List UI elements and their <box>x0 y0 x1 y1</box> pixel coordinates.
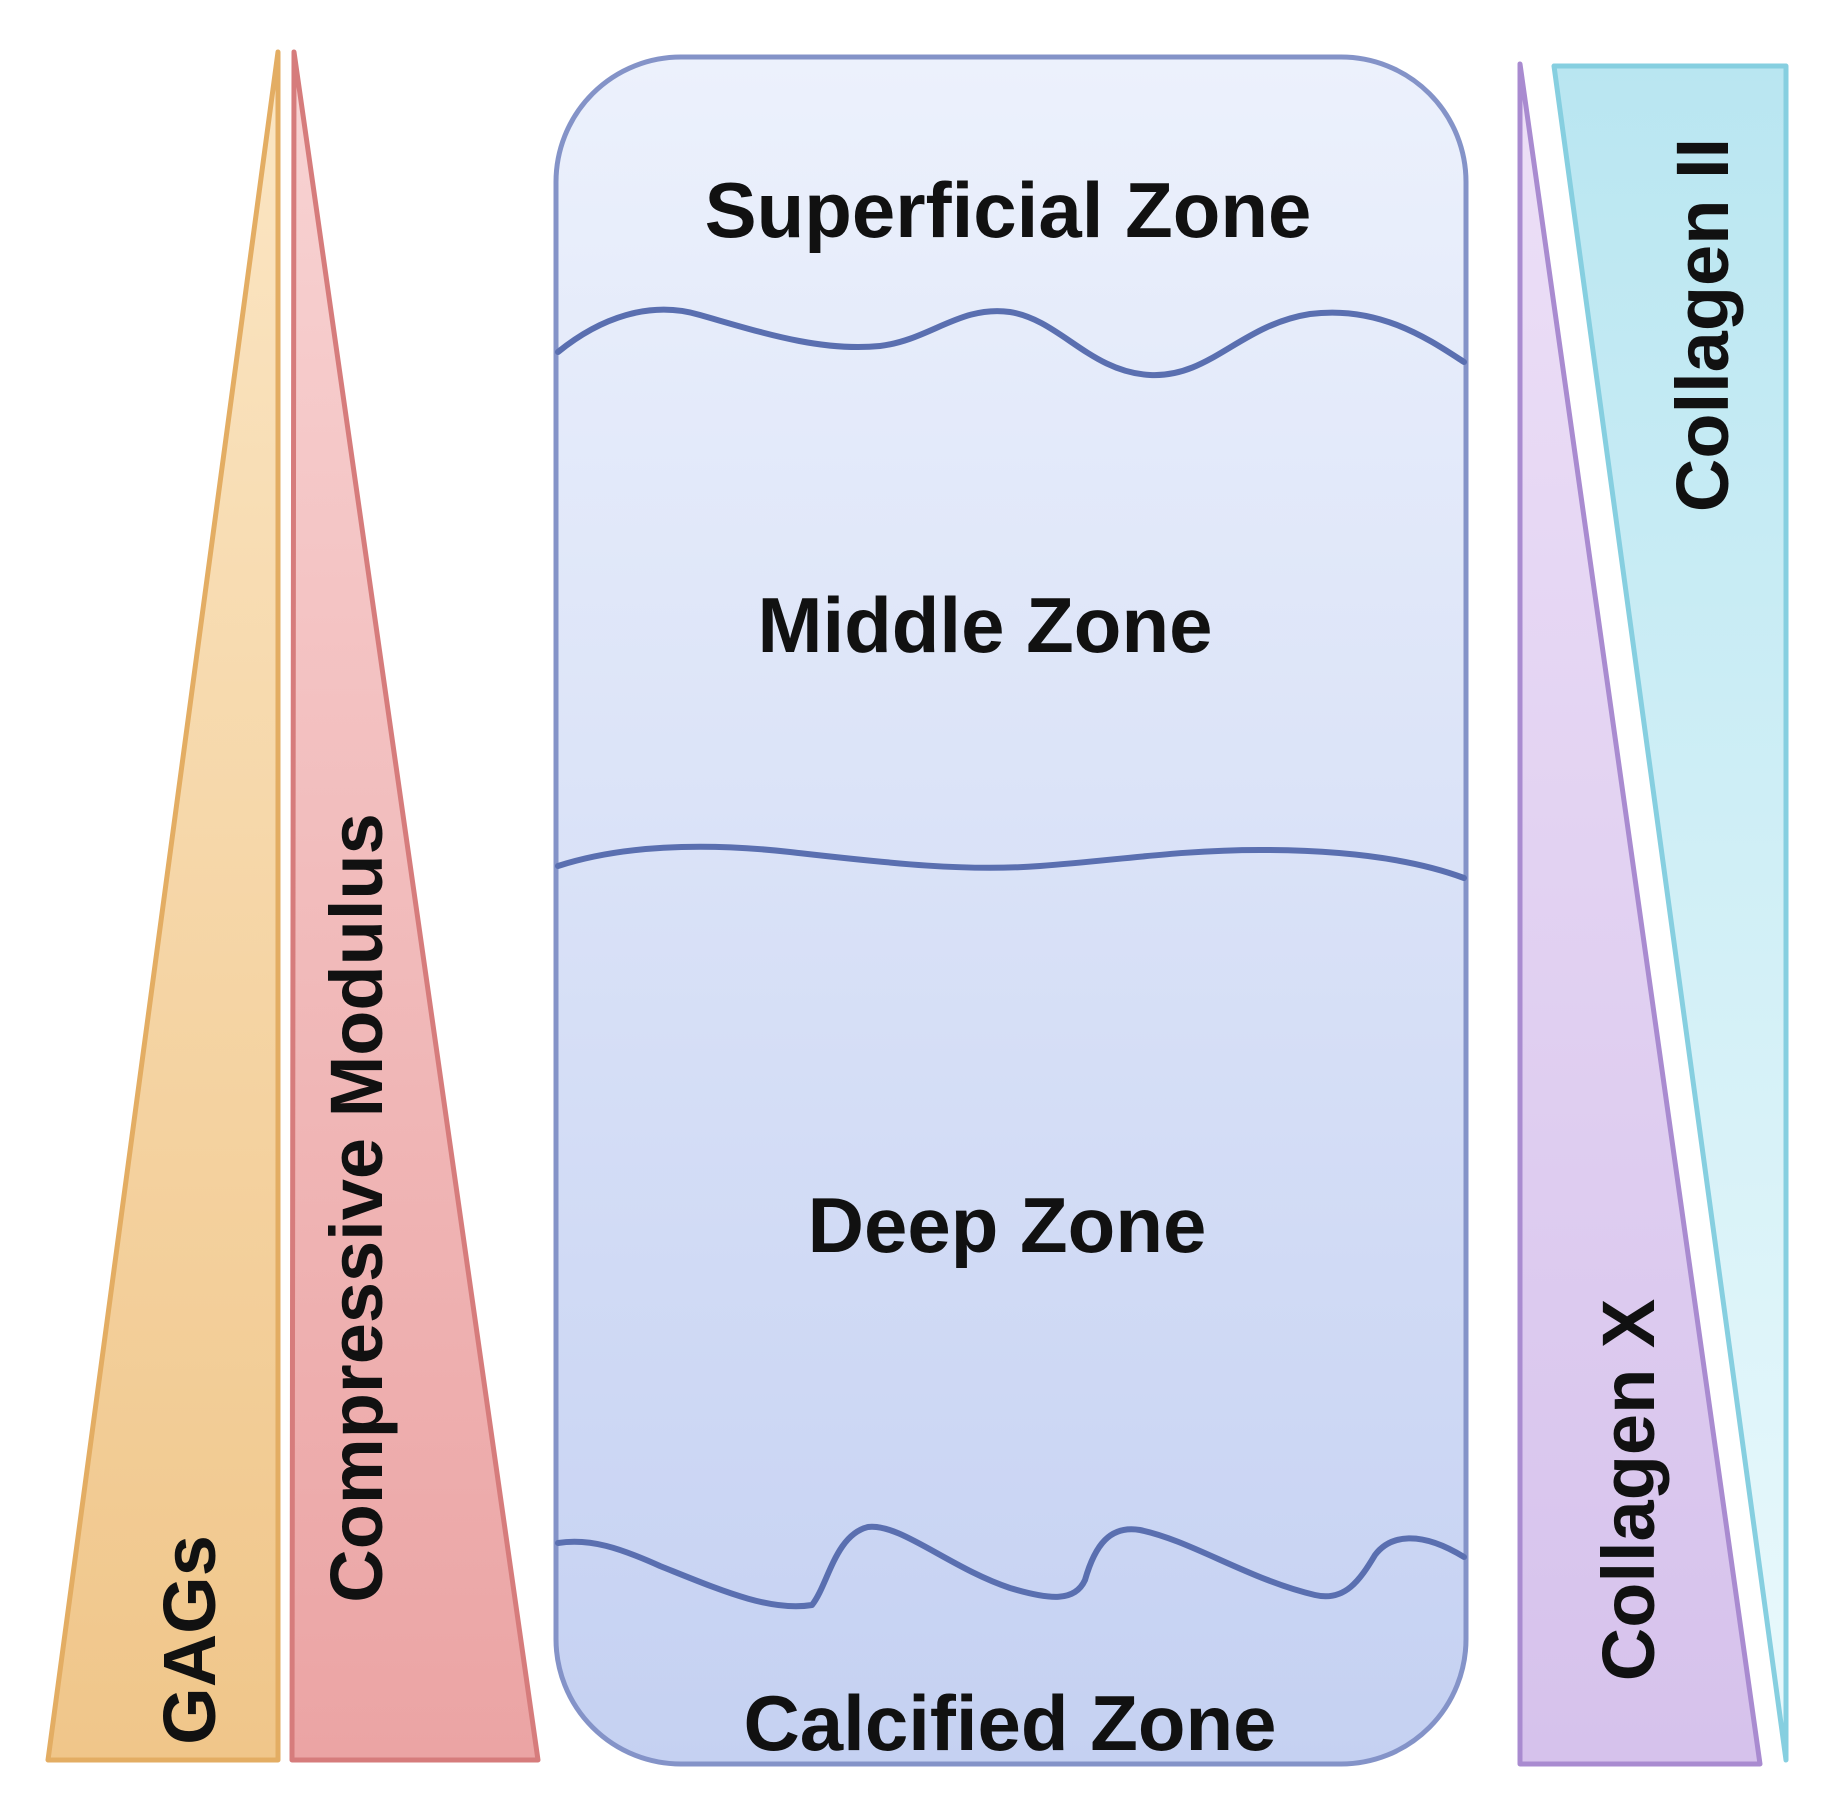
gags-label: GAGs <box>148 1535 231 1745</box>
collagen-ii-gradient: Collagen II <box>1551 63 1789 1763</box>
middle-deep-boundary <box>555 843 1467 881</box>
collagen-ii-label: Collagen II <box>1661 138 1744 512</box>
superficial-zone-label: Superficial Zone <box>705 166 1312 254</box>
deep-zone-label: Deep Zone <box>808 1181 1207 1269</box>
gags-gradient: GAGs <box>45 49 281 1763</box>
compressive-modulus-triangle <box>289 49 541 1763</box>
gags-triangle <box>45 49 281 1763</box>
cartilage-outline <box>553 54 1469 1767</box>
superficial-middle-boundary <box>555 306 1467 379</box>
compressive-modulus-label: Compressive Modulus <box>315 813 398 1603</box>
collagen-x-triangle <box>1517 61 1763 1767</box>
calcified-zone-label: Calcified Zone <box>743 1679 1276 1767</box>
cartilage-block: Superficial Zone Middle Zone Deep Zone C… <box>553 54 1469 1767</box>
middle-zone-label: Middle Zone <box>758 581 1213 669</box>
collagen-x-label: Collagen X <box>1587 1299 1670 1681</box>
compressive-modulus-gradient: Compressive Modulus <box>289 49 541 1763</box>
collagen-x-gradient: Collagen X <box>1517 61 1763 1767</box>
deep-calcified-boundary <box>555 1523 1467 1610</box>
collagen-ii-triangle <box>1551 63 1789 1763</box>
